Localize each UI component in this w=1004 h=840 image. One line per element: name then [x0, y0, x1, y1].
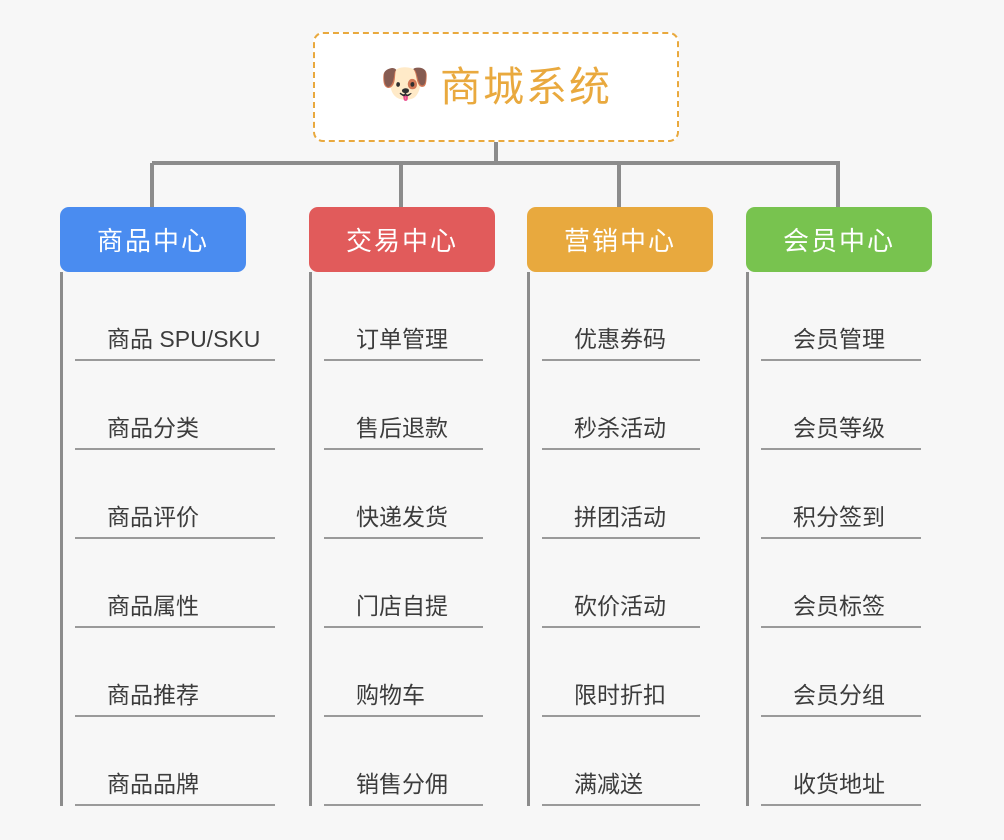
branch-header-0[interactable]: 商品中心 [60, 207, 246, 272]
branch-column-2: 营销中心 优惠券码 秒杀活动 拼团活动 砍价活动 限时折扣 满减送 [527, 207, 713, 806]
leaf-label: 收货地址 [793, 771, 885, 797]
leaf-item[interactable]: 秒杀活动 [542, 361, 700, 450]
branch-header-3[interactable]: 会员中心 [746, 207, 932, 272]
leaf-item[interactable]: 售后退款 [324, 361, 483, 450]
root-title: 商城系统 [440, 63, 612, 110]
leaf-label: 满减送 [574, 771, 643, 797]
leaf-item[interactable]: 会员管理 [761, 272, 921, 361]
branch-header-2[interactable]: 营销中心 [527, 207, 713, 272]
leaf-item[interactable]: 积分签到 [761, 450, 921, 539]
leaf-label: 商品评价 [107, 504, 199, 530]
leaf-label: 商品 SPU/SKU [107, 326, 261, 352]
leaf-label: 会员等级 [793, 415, 885, 441]
branch-header-label-2: 营销中心 [563, 226, 676, 256]
branch-items-3: 会员管理 会员等级 积分签到 会员标签 会员分组 收货地址 [746, 272, 921, 806]
leaf-item[interactable]: 限时折扣 [542, 628, 700, 717]
branch-header-1[interactable]: 交易中心 [309, 207, 495, 272]
branch-items-0: 商品 SPU/SKU 商品分类 商品评价 商品属性 商品推荐 商品品牌 [60, 272, 275, 806]
leaf-label: 拼团活动 [574, 504, 666, 530]
leaf-item[interactable]: 商品属性 [75, 539, 275, 628]
leaf-label: 门店自提 [356, 593, 448, 619]
leaf-item[interactable]: 购物车 [324, 628, 483, 717]
branch-header-label-3: 会员中心 [782, 226, 895, 256]
leaf-label: 优惠券码 [574, 326, 666, 352]
branch-header-label-0: 商品中心 [96, 226, 209, 256]
leaf-item[interactable]: 优惠券码 [542, 272, 700, 361]
leaf-label: 商品品牌 [107, 771, 199, 797]
leaf-item[interactable]: 订单管理 [324, 272, 483, 361]
leaf-label: 会员管理 [793, 326, 885, 352]
leaf-item[interactable]: 商品 SPU/SKU [75, 272, 275, 361]
leaf-item[interactable]: 商品推荐 [75, 628, 275, 717]
leaf-item[interactable]: 会员分组 [761, 628, 921, 717]
leaf-label: 快递发货 [356, 504, 448, 530]
leaf-label: 商品推荐 [107, 682, 199, 708]
leaf-item[interactable]: 门店自提 [324, 539, 483, 628]
leaf-item[interactable]: 拼团活动 [542, 450, 700, 539]
leaf-item[interactable]: 商品评价 [75, 450, 275, 539]
root-node[interactable]: 🐶 商城系统 [313, 32, 679, 142]
leaf-label: 销售分佣 [356, 771, 448, 797]
leaf-item[interactable]: 快递发货 [324, 450, 483, 539]
leaf-label: 会员标签 [793, 593, 885, 619]
shiba-dog-face-icon: 🐶 [380, 62, 430, 106]
branch-column-3: 会员中心 会员管理 会员等级 积分签到 会员标签 会员分组 收货地址 [746, 207, 932, 806]
leaf-label: 秒杀活动 [574, 415, 666, 441]
leaf-label: 售后退款 [356, 415, 448, 441]
leaf-item[interactable]: 满减送 [542, 717, 700, 806]
leaf-item[interactable]: 会员标签 [761, 539, 921, 628]
leaf-label: 商品分类 [107, 415, 199, 441]
branch-column-1: 交易中心 订单管理 售后退款 快递发货 门店自提 购物车 销售分佣 [309, 207, 495, 806]
branch-items-2: 优惠券码 秒杀活动 拼团活动 砍价活动 限时折扣 满减送 [527, 272, 700, 806]
leaf-label: 商品属性 [107, 593, 199, 619]
branch-items-1: 订单管理 售后退款 快递发货 门店自提 购物车 销售分佣 [309, 272, 483, 806]
leaf-item[interactable]: 会员等级 [761, 361, 921, 450]
leaf-label: 积分签到 [793, 504, 885, 530]
leaf-label: 限时折扣 [574, 682, 666, 708]
leaf-item[interactable]: 商品品牌 [75, 717, 275, 806]
branch-header-label-1: 交易中心 [345, 226, 458, 256]
leaf-label: 购物车 [356, 682, 425, 708]
leaf-item[interactable]: 销售分佣 [324, 717, 483, 806]
leaf-label: 会员分组 [793, 682, 885, 708]
leaf-item[interactable]: 收货地址 [761, 717, 921, 806]
leaf-label: 砍价活动 [574, 593, 666, 619]
leaf-label: 订单管理 [356, 326, 448, 352]
leaf-item[interactable]: 砍价活动 [542, 539, 700, 628]
leaf-item[interactable]: 商品分类 [75, 361, 275, 450]
branch-column-0: 商品中心 商品 SPU/SKU 商品分类 商品评价 商品属性 商品推荐 商品品牌 [60, 207, 275, 806]
